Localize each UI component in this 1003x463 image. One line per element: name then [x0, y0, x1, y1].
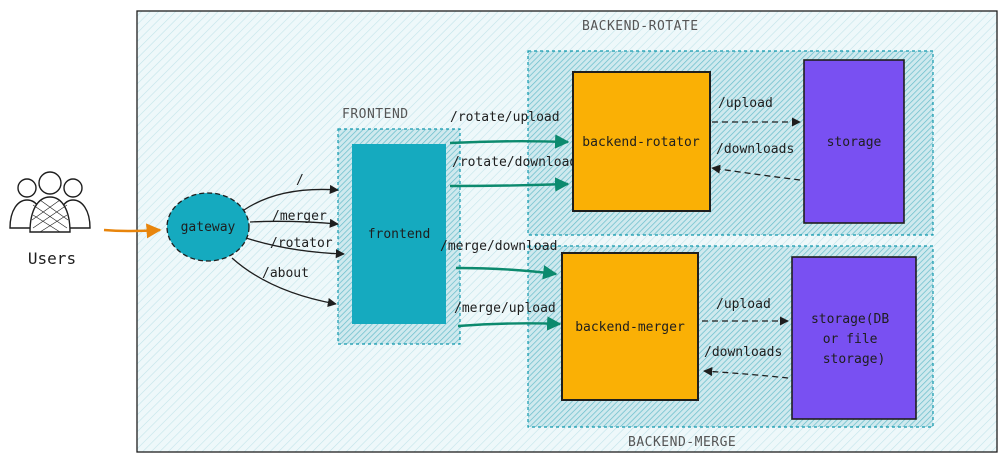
edge-label-mer-downloads: /downloads: [704, 345, 782, 360]
edge-label-gw-about: /about: [262, 266, 309, 281]
edge-rot-downloads: [711, 164, 801, 181]
edge-rotate-download: [449, 177, 570, 192]
group-label-backend-rotate: BACKEND-ROTATE: [582, 19, 699, 34]
gateway-node: gateway: [166, 192, 250, 262]
group-label-frontend: FRONTEND: [342, 107, 409, 122]
edge-rotate-upload: [449, 134, 570, 149]
users-label: Users: [28, 249, 76, 268]
edge-label-gw-root: /: [296, 173, 304, 188]
edge-label-gw-rotator: /rotator: [270, 236, 333, 251]
storage-merge-line-1: storage(DB: [811, 312, 889, 327]
edge-label-mer-upload: /upload: [716, 297, 771, 312]
edge-gw-about: [231, 257, 337, 308]
edge-label-merge-upload: /merge/upload: [454, 301, 556, 316]
backend-rotator-label: backend-rotator: [582, 135, 700, 150]
users-actor: Users: [9, 171, 91, 268]
edge-merge-upload: [457, 316, 562, 331]
frontend-label: frontend: [368, 227, 431, 242]
edge-mer-downloads: [703, 366, 789, 379]
edge-users-gateway: [103, 223, 162, 239]
group-label-backend-merge: BACKEND-MERGE: [628, 435, 736, 450]
storage-merge-line-3: storage): [823, 352, 886, 367]
edge-label-rotate-download: /rotate/download: [452, 155, 577, 170]
edge-label-rot-upload: /upload: [718, 96, 773, 111]
edge-gw-root: [243, 184, 339, 211]
edge-label-gw-merger: /merger: [272, 209, 327, 224]
backend-merger-label: backend-merger: [575, 320, 685, 335]
storage-merge-line-2: or file: [823, 332, 878, 347]
edge-gw-merger: [249, 218, 339, 228]
edge-gw-rotator: [245, 237, 345, 259]
edge-merge-download: [455, 265, 558, 280]
backend-rotator-node: backend-rotator: [572, 71, 711, 212]
edge-label-merge-download: /merge/download: [440, 239, 557, 254]
edge-label-rotate-upload: /rotate/upload: [450, 110, 560, 125]
storage-rotate-node: storage: [803, 59, 905, 224]
storage-merge-node: storage(DB or file storage): [791, 256, 917, 420]
backend-merger-node: backend-merger: [561, 252, 699, 401]
gateway-label: gateway: [181, 220, 236, 235]
storage-merge-label: storage(DB or file storage): [811, 312, 897, 367]
users-icon: [9, 171, 91, 233]
storage-rotate-label: storage: [827, 135, 882, 150]
frontend-node: frontend: [352, 144, 446, 324]
edge-label-rot-downloads: /downloads: [716, 142, 794, 157]
